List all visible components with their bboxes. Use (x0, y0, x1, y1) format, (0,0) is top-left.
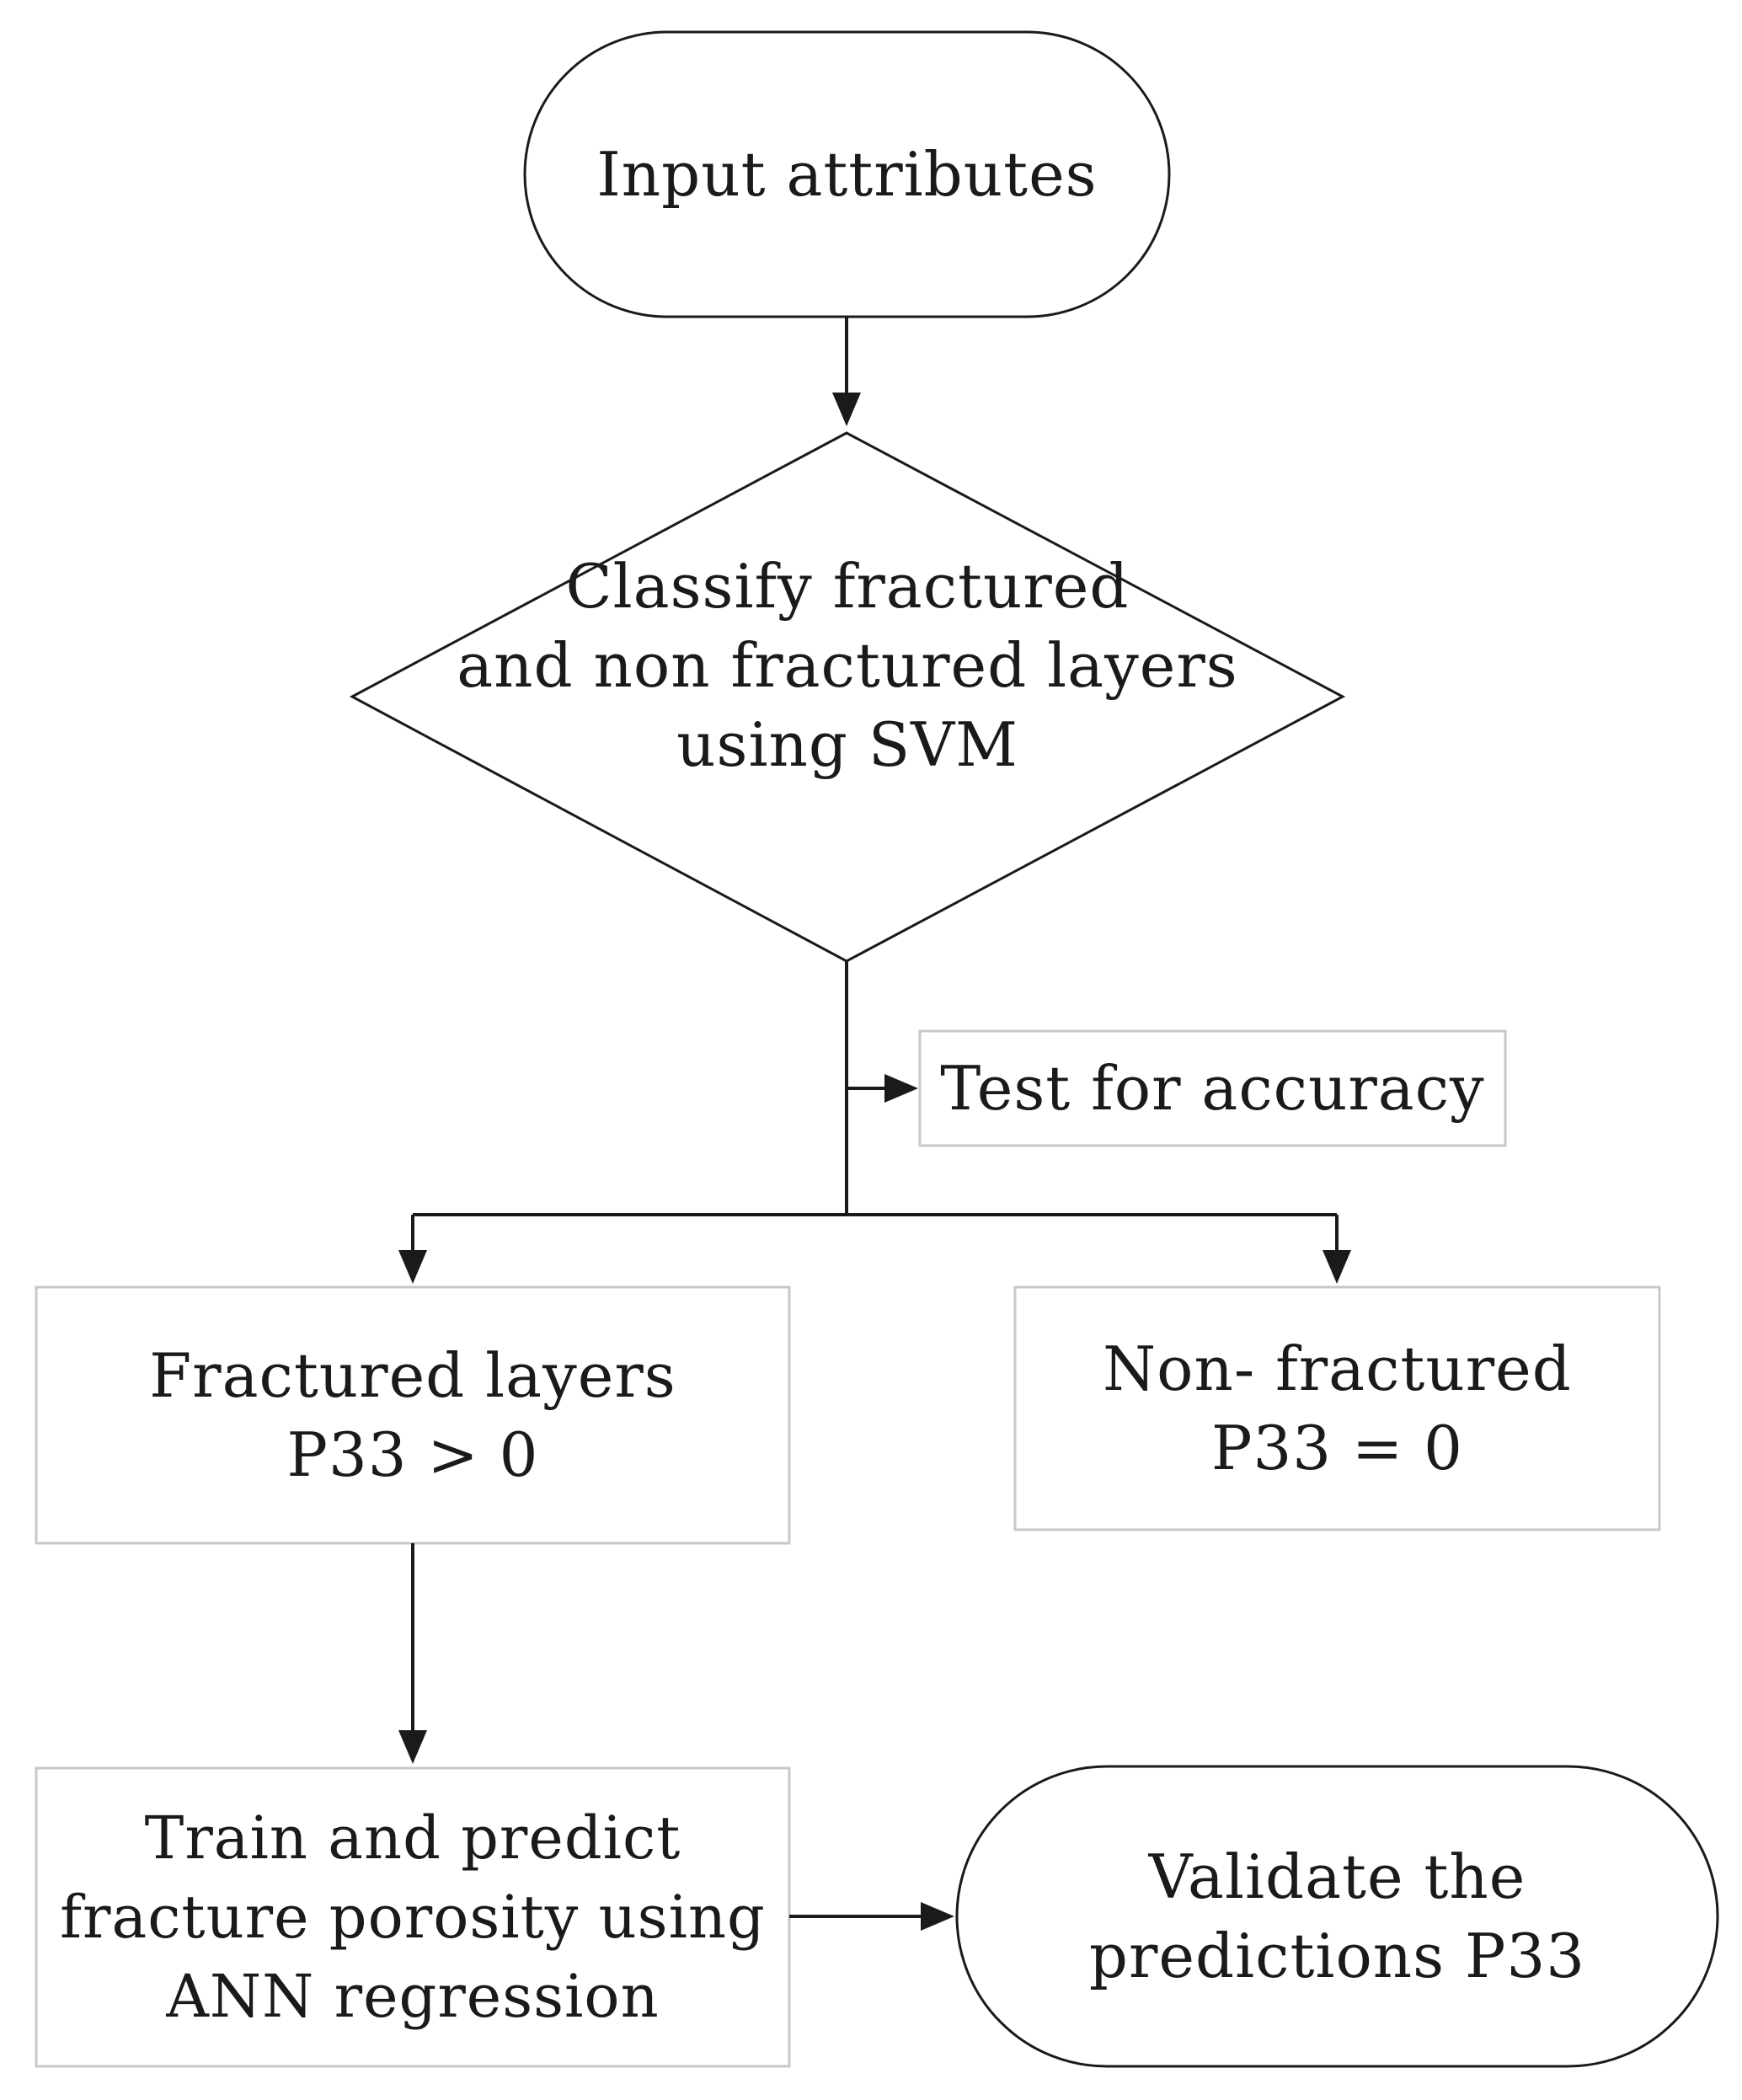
train-text-line-2: fracture porosity using (60, 1883, 766, 1952)
test-accuracy-label: Test for accuracy (920, 1031, 1505, 1146)
test-accuracy-text: Test for accuracy (940, 1053, 1485, 1124)
fractured-text-line-1: Fractured layers (149, 1340, 676, 1411)
input-attributes-label: Input attributes (525, 32, 1169, 317)
train-predict-box (35, 1766, 791, 2068)
validate-text-line-2: predictions P33 (1088, 1921, 1586, 1991)
non-fractured-label: Non- fractured P33 = 0 (1015, 1287, 1659, 1530)
classify-text-line-1: Classify fractured (565, 551, 1130, 622)
test-accuracy-box (918, 1029, 1507, 1147)
non-fractured-box (1013, 1285, 1661, 1531)
train-text-line-3: ANN regression (166, 1962, 660, 2031)
arrowhead-into-validate (921, 1902, 954, 1931)
input-attributes-text: Input attributes (596, 139, 1098, 210)
classify-text-line-2: and non fractured layers (457, 630, 1238, 701)
fractured-layers-label: Fractured layers P33 > 0 (36, 1287, 789, 1543)
classify-text-line-3: using SVM (676, 709, 1018, 780)
validate-label: Validate the predictions P33 (957, 1766, 1718, 2066)
arrowhead-into-fractured (398, 1250, 427, 1284)
fractured-layers-box (35, 1285, 791, 1545)
fractured-text-line-2: P33 > 0 (286, 1419, 539, 1490)
non-fractured-text-line-1: Non- fractured (1103, 1333, 1572, 1404)
train-predict-label: Train and predict fracture porosity usin… (36, 1768, 789, 2066)
non-fractured-text-line-2: P33 = 0 (1211, 1413, 1463, 1483)
validate-terminator (955, 1765, 1719, 2068)
classify-label: Classify fractured and non fractured lay… (352, 539, 1343, 792)
arrowhead-into-classify (832, 393, 861, 426)
arrowhead-into-train (398, 1730, 427, 1764)
arrowhead-into-non-fractured (1323, 1250, 1351, 1284)
validate-text-line-1: Validate the (1148, 1841, 1526, 1912)
arrowhead-into-test-accuracy (884, 1074, 918, 1103)
train-text-line-1: Train and predict (144, 1803, 681, 1873)
